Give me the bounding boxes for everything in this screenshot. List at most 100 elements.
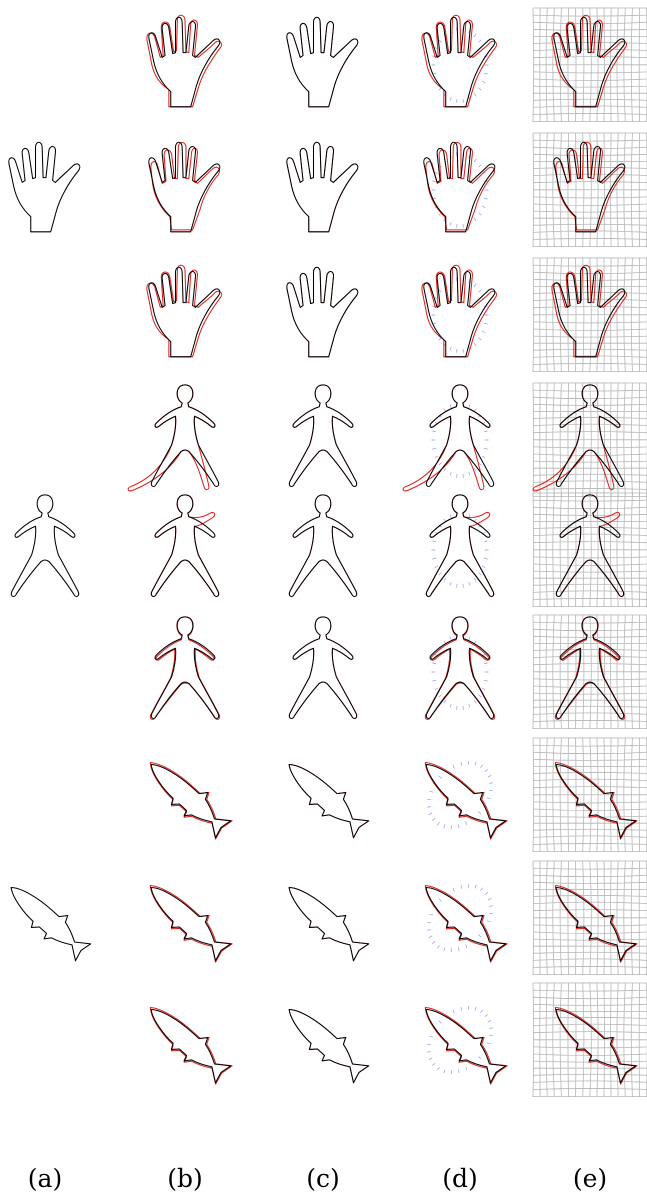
panel-c-fish-3 — [278, 997, 372, 1087]
target-contour — [287, 267, 358, 357]
target-contour — [422, 15, 497, 107]
reference-contour — [151, 385, 218, 487]
target-contour — [128, 385, 215, 491]
reference-contour — [545, 997, 639, 1087]
panel-c-fish-1 — [278, 752, 372, 842]
target-contour — [543, 750, 641, 843]
panel-d-fish-3 — [399, 980, 524, 1103]
panel-b-fish-1 — [138, 750, 236, 843]
panel-a-fish — [0, 875, 94, 965]
target-contour — [287, 17, 358, 107]
reference-contour — [11, 495, 78, 597]
panel-b-human-2 — [151, 495, 218, 597]
target-contour — [289, 617, 356, 719]
reference-contour — [278, 875, 372, 965]
deformation-grid — [533, 738, 647, 852]
column-label: (a) — [28, 1164, 62, 1193]
panel-e-fish-2 — [533, 861, 647, 975]
reference-contour — [426, 495, 493, 597]
panel-b-human-1 — [128, 385, 219, 491]
target-contour — [151, 142, 220, 229]
target-contour — [287, 142, 358, 232]
reference-contour — [287, 142, 358, 232]
reference-contour — [556, 385, 623, 487]
reference-contour — [415, 875, 509, 965]
reference-contour — [415, 997, 509, 1087]
panel-c-human-3 — [289, 617, 356, 719]
column-label: (b) — [167, 1164, 203, 1193]
deformation-grid — [533, 383, 647, 497]
reference-contour — [151, 617, 218, 719]
panel-d-hand-3 — [422, 265, 497, 357]
panel-d-human-1 — [403, 385, 494, 491]
target-contour — [425, 617, 494, 720]
panel-d-human-3 — [425, 617, 494, 720]
panel-e-human-2 — [533, 493, 647, 607]
target-contour — [413, 750, 511, 843]
panel-b-hand-3 — [147, 265, 222, 357]
reference-contour — [151, 495, 218, 597]
reference-contour — [287, 17, 358, 107]
correspondence-lines — [414, 871, 507, 965]
correspondence-lines — [414, 993, 507, 1087]
panel-c-hand-1 — [287, 17, 358, 107]
target-contour — [543, 995, 641, 1088]
target-contour — [543, 873, 641, 966]
reference-contour — [278, 997, 372, 1087]
panel-d-hand-2 — [424, 142, 495, 232]
panel-b-hand-2 — [149, 142, 220, 232]
target-contour — [151, 495, 218, 597]
target-contour — [413, 873, 511, 966]
reference-contour — [149, 267, 220, 357]
target-contour — [426, 142, 495, 229]
panel-d-fish-1 — [399, 735, 524, 858]
target-contour — [138, 995, 236, 1088]
panel-c-human-1 — [289, 385, 356, 487]
panel-c-human-2 — [289, 495, 356, 597]
target-contour — [138, 750, 236, 843]
panel-c-hand-2 — [287, 142, 358, 232]
target-contour — [422, 265, 497, 357]
reference-contour — [426, 617, 493, 719]
panel-b-human-3 — [150, 617, 219, 720]
reference-contour — [289, 495, 356, 597]
panel-b-fish-2 — [138, 873, 236, 966]
reference-contour — [415, 752, 509, 842]
deformation-grid — [533, 983, 647, 1097]
panel-e-hand-1 — [533, 8, 647, 122]
panel-b-fish-3 — [138, 995, 236, 1088]
correspondence-lines — [432, 634, 489, 709]
reference-contour — [287, 267, 358, 357]
correspondence-lines — [432, 512, 489, 587]
reference-contour — [149, 17, 220, 107]
target-contour — [138, 873, 236, 966]
reference-contour — [556, 495, 623, 597]
reference-contour — [140, 997, 234, 1087]
panel-d-hand-1 — [422, 15, 497, 107]
reference-contour — [289, 385, 356, 487]
target-contour — [556, 495, 623, 597]
panel-e-human-1 — [533, 383, 647, 497]
reference-contour — [424, 17, 495, 107]
panel-d-fish-2 — [399, 858, 524, 981]
panel-c-hand-3 — [287, 267, 358, 357]
target-contour — [555, 617, 624, 720]
column-label: (c) — [306, 1164, 340, 1193]
reference-contour — [545, 752, 639, 842]
panel-e-fish-3 — [533, 983, 647, 1097]
correspondence-lines — [432, 402, 489, 477]
correspondence-lines — [414, 748, 507, 842]
panel-d-human-2 — [426, 495, 493, 597]
panel-e-fish-1 — [533, 738, 647, 852]
panel-b-hand-1 — [147, 15, 222, 107]
target-contour — [150, 617, 219, 720]
column-label: (e) — [573, 1164, 607, 1193]
panel-e-hand-3 — [533, 258, 647, 372]
deformation-grid — [533, 493, 647, 607]
panel-e-human-3 — [533, 615, 647, 729]
reference-contour — [140, 875, 234, 965]
reference-contour — [140, 752, 234, 842]
column-label: (d) — [442, 1164, 478, 1193]
panel-c-fish-2 — [278, 875, 372, 965]
